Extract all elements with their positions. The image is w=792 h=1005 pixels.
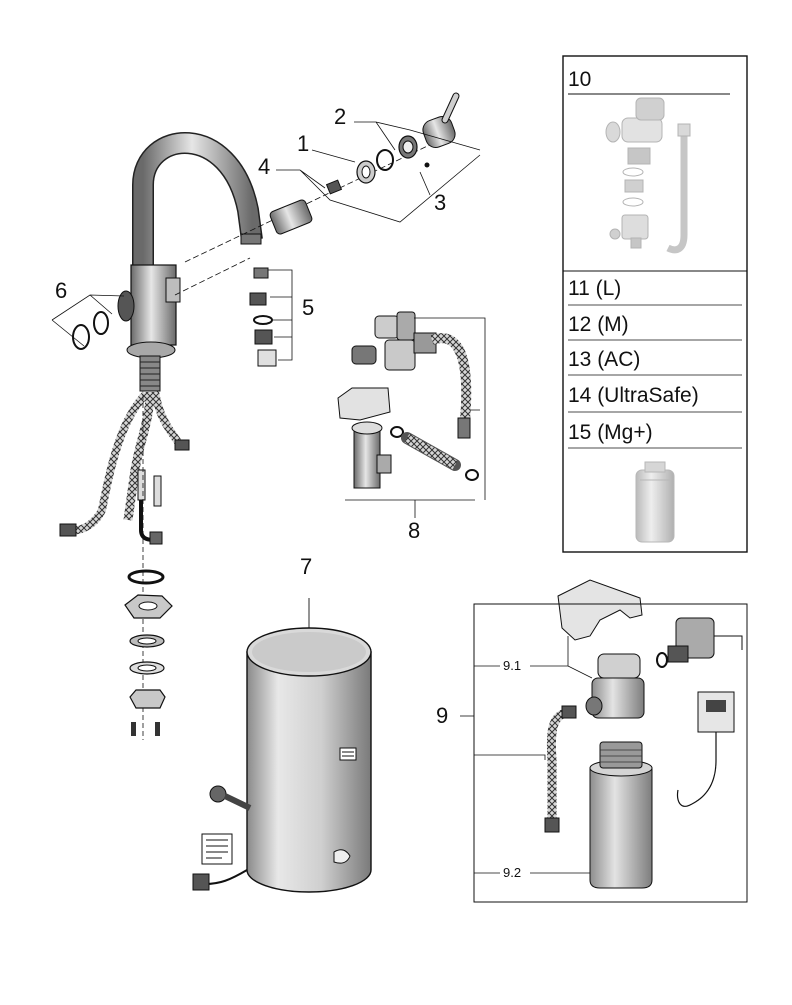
item-6-rings (51, 294, 125, 350)
variant-row-12: 12 (M) (568, 313, 629, 336)
callout-9: 9 (436, 703, 449, 728)
variant-header-10: 10 (568, 68, 592, 91)
cartridge-handle-parts (184, 92, 481, 263)
variant-row-14: 14 (UltraSafe) (568, 384, 699, 407)
callout-9-2: 9.2 (503, 865, 522, 880)
callout-2: 2 (334, 104, 347, 129)
callout-6: 6 (55, 278, 68, 303)
item-8-valve-assembly (337, 311, 486, 518)
callout-8: 8 (408, 518, 421, 543)
item-9-filter-system (460, 579, 748, 903)
mounting-set (124, 569, 173, 736)
variant-row-11: 11 (L) (568, 277, 622, 300)
callout-9-1: 9.1 (503, 658, 522, 673)
variant-row-13: 13 (AC) (568, 348, 641, 371)
callout-3: 3 (434, 190, 447, 215)
variant-box (562, 55, 748, 553)
callout-7: 7 (300, 554, 313, 579)
faucet (59, 132, 263, 740)
variant-row-15: 15 (Mg+) (568, 421, 653, 444)
spout-hose-parts (174, 257, 293, 367)
callout-4: 4 (258, 154, 271, 179)
callout-1: 1 (297, 131, 310, 156)
callout-5: 5 (302, 295, 315, 320)
item-7-boiler-tank (192, 598, 372, 893)
